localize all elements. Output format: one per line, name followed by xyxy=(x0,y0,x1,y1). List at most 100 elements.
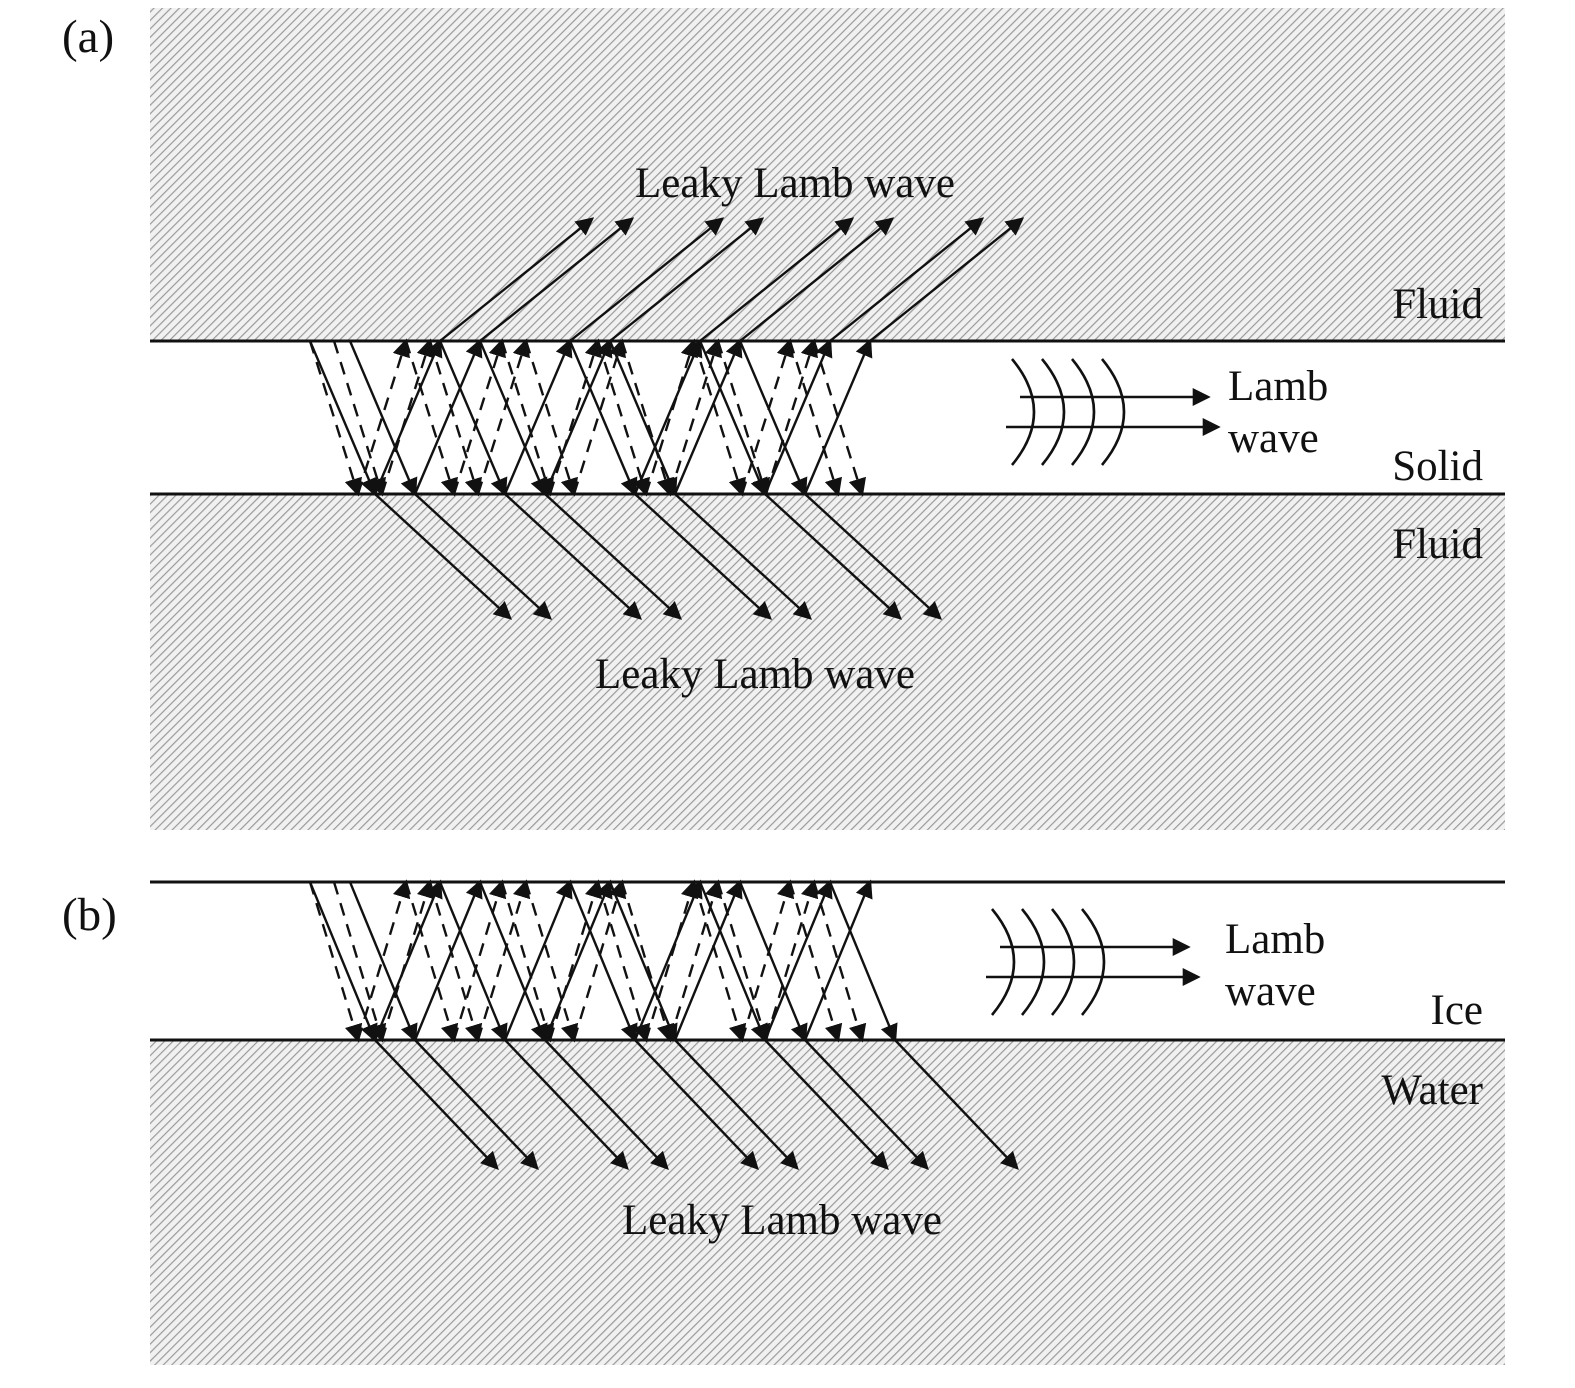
lamb-word-b: Lamb xyxy=(1225,916,1325,963)
water-label: Water xyxy=(1381,1067,1483,1114)
shear-ray xyxy=(572,879,627,1041)
shear-ray xyxy=(644,338,699,495)
longitudinal-ray xyxy=(633,879,703,1041)
shear-ray xyxy=(548,879,603,1041)
shear-ray xyxy=(356,338,411,495)
longitudinal-ray xyxy=(803,338,873,495)
shear-ray xyxy=(692,881,747,1043)
fluid-top-region xyxy=(150,8,1505,341)
leaky-ray-up xyxy=(479,217,635,342)
longitudinal-ray xyxy=(503,338,573,495)
shear-ray xyxy=(500,340,555,497)
leaky-ray-down xyxy=(414,493,552,620)
shear-ray xyxy=(428,340,483,497)
shear-ray xyxy=(404,340,459,497)
longitudinal-ray xyxy=(608,881,678,1043)
ray-diagram-a xyxy=(308,217,1025,620)
shear-ray xyxy=(692,340,747,497)
panel-b: (b) Lamb wave Ice Water Leaky Lamb wave xyxy=(62,879,1505,1365)
ice-label: Ice xyxy=(1431,987,1484,1034)
shear-ray xyxy=(476,879,531,1041)
shear-ray xyxy=(644,879,699,1041)
wavefront-arc xyxy=(1010,358,1036,466)
shear-ray xyxy=(548,338,603,495)
longitudinal-ray xyxy=(568,340,638,497)
longitudinal-ray xyxy=(738,340,808,497)
shear-ray xyxy=(812,881,867,1043)
leaky-lamb-wave-label-bottom-a: Leaky Lamb wave xyxy=(595,651,915,698)
leaky-ray-down xyxy=(544,493,682,620)
longitudinal-ray xyxy=(633,338,703,495)
longitudinal-ray xyxy=(373,879,443,1041)
wavefront-arc xyxy=(1040,358,1066,466)
shear-ray xyxy=(764,338,819,495)
panel-a-label: (a) xyxy=(62,11,114,63)
longitudinal-ray xyxy=(438,881,508,1043)
leaky-ray-down xyxy=(894,1039,1019,1170)
longitudinal-ray xyxy=(803,879,873,1041)
wavefront-arc xyxy=(1020,908,1046,1016)
leaky-ray-down xyxy=(374,1039,499,1170)
wave-word-a: wave xyxy=(1228,415,1319,462)
shear-ray xyxy=(452,338,507,495)
shear-ray xyxy=(452,879,507,1041)
shear-ray xyxy=(572,338,627,495)
longitudinal-ray xyxy=(503,879,573,1041)
longitudinal-ray xyxy=(568,881,638,1043)
shear-ray xyxy=(740,338,795,495)
longitudinal-ray xyxy=(413,338,483,495)
longitudinal-ray xyxy=(763,879,833,1041)
lamb-word-a: Lamb xyxy=(1228,363,1328,410)
lamb-wave-symbol-a xyxy=(1006,358,1221,466)
leaky-lamb-wave-label-b: Leaky Lamb wave xyxy=(622,1197,942,1244)
leaky-ray-down xyxy=(634,1039,759,1170)
longitudinal-ray xyxy=(673,879,743,1041)
shear-ray xyxy=(716,881,771,1043)
shear-ray xyxy=(524,881,579,1043)
leaky-ray-up xyxy=(439,217,595,342)
wavefront-arc xyxy=(990,908,1016,1016)
longitudinal-ray xyxy=(413,879,483,1041)
leaky-ray-up xyxy=(699,217,855,342)
leaky-ray-down xyxy=(804,1039,929,1170)
longitudinal-ray xyxy=(438,340,508,497)
shear-ray xyxy=(596,881,651,1043)
longitudinal-ray xyxy=(543,338,613,495)
longitudinal-ray xyxy=(348,340,418,497)
leaky-ray-up xyxy=(739,217,895,342)
shear-ray xyxy=(788,881,843,1043)
leaky-ray-down xyxy=(504,1039,629,1170)
shear-ray xyxy=(716,340,771,497)
shear-ray xyxy=(668,879,723,1041)
shear-ray xyxy=(668,338,723,495)
leaky-ray-down xyxy=(674,1039,799,1170)
shear-ray xyxy=(404,881,459,1043)
longitudinal-ray xyxy=(673,338,743,495)
wavefront-arc xyxy=(1070,358,1096,466)
panel-b-label: (b) xyxy=(62,889,117,941)
longitudinal-ray xyxy=(348,881,418,1043)
shear-ray xyxy=(380,879,435,1041)
solid-label: Solid xyxy=(1392,443,1483,490)
shear-ray xyxy=(620,340,675,497)
longitudinal-ray xyxy=(308,340,378,497)
leaky-ray-up xyxy=(569,217,725,342)
wavefront-arc xyxy=(1080,908,1106,1016)
lamb-wave-symbol-b xyxy=(986,908,1201,1016)
longitudinal-ray xyxy=(608,340,678,497)
leaky-ray-down xyxy=(764,1039,889,1170)
fluid-top-label: Fluid xyxy=(1392,281,1483,328)
shear-ray xyxy=(476,338,531,495)
longitudinal-ray xyxy=(738,881,808,1043)
longitudinal-ray xyxy=(373,338,443,495)
wavefront-arc xyxy=(1050,908,1076,1016)
shear-ray xyxy=(308,881,363,1043)
shear-ray xyxy=(620,881,675,1043)
shear-ray xyxy=(500,881,555,1043)
panel-a: (a) Leaky Lamb wave Fluid Lamb wave Soli… xyxy=(62,8,1505,830)
shear-ray xyxy=(764,879,819,1041)
leaky-ray-down xyxy=(374,493,512,620)
longitudinal-ray xyxy=(478,340,548,497)
